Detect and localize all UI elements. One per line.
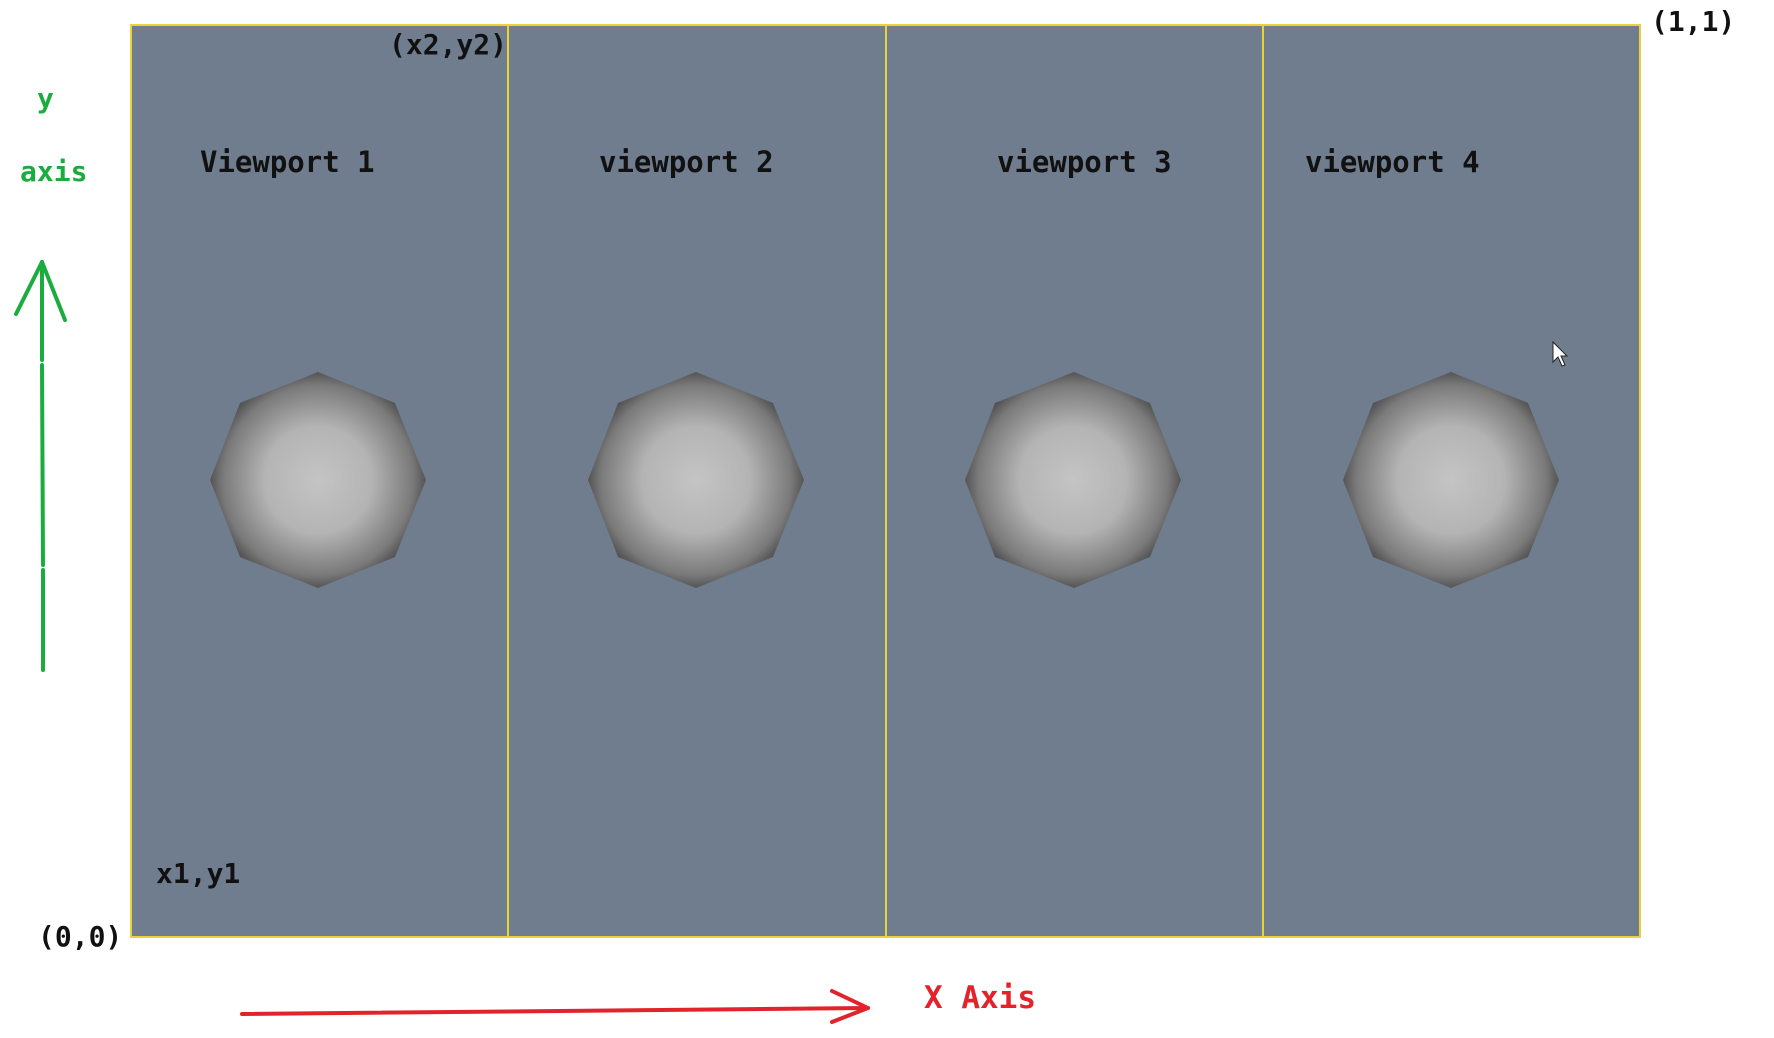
corner-label-top-right: (1,1): [1651, 5, 1736, 38]
corner-label-x2-y2: (x2,y2): [389, 28, 508, 61]
viewport-title-4: viewport 4: [1305, 145, 1480, 179]
y-axis-label-line2: axis: [20, 155, 88, 188]
viewport-title-3: viewport 3: [997, 145, 1172, 179]
octagon-shape-1: [210, 372, 426, 588]
viewport-title-2: viewport 2: [599, 145, 774, 179]
y-axis-label-line1: y: [37, 82, 54, 115]
mouse-pointer-icon: [1552, 340, 1569, 367]
octagon-shape-4: [1343, 372, 1559, 588]
corner-label-x1-y1: x1,y1: [156, 857, 241, 890]
octagon-shape-2: [588, 372, 804, 588]
octagon-shape-3: [965, 372, 1181, 588]
arrow-right-icon: [240, 989, 870, 1024]
corner-label-origin: (0,0): [38, 920, 123, 953]
arrow-up-icon: [14, 260, 67, 672]
x-axis-label: X Axis: [924, 980, 1036, 1016]
viewport-title-1: Viewport 1: [200, 145, 375, 179]
